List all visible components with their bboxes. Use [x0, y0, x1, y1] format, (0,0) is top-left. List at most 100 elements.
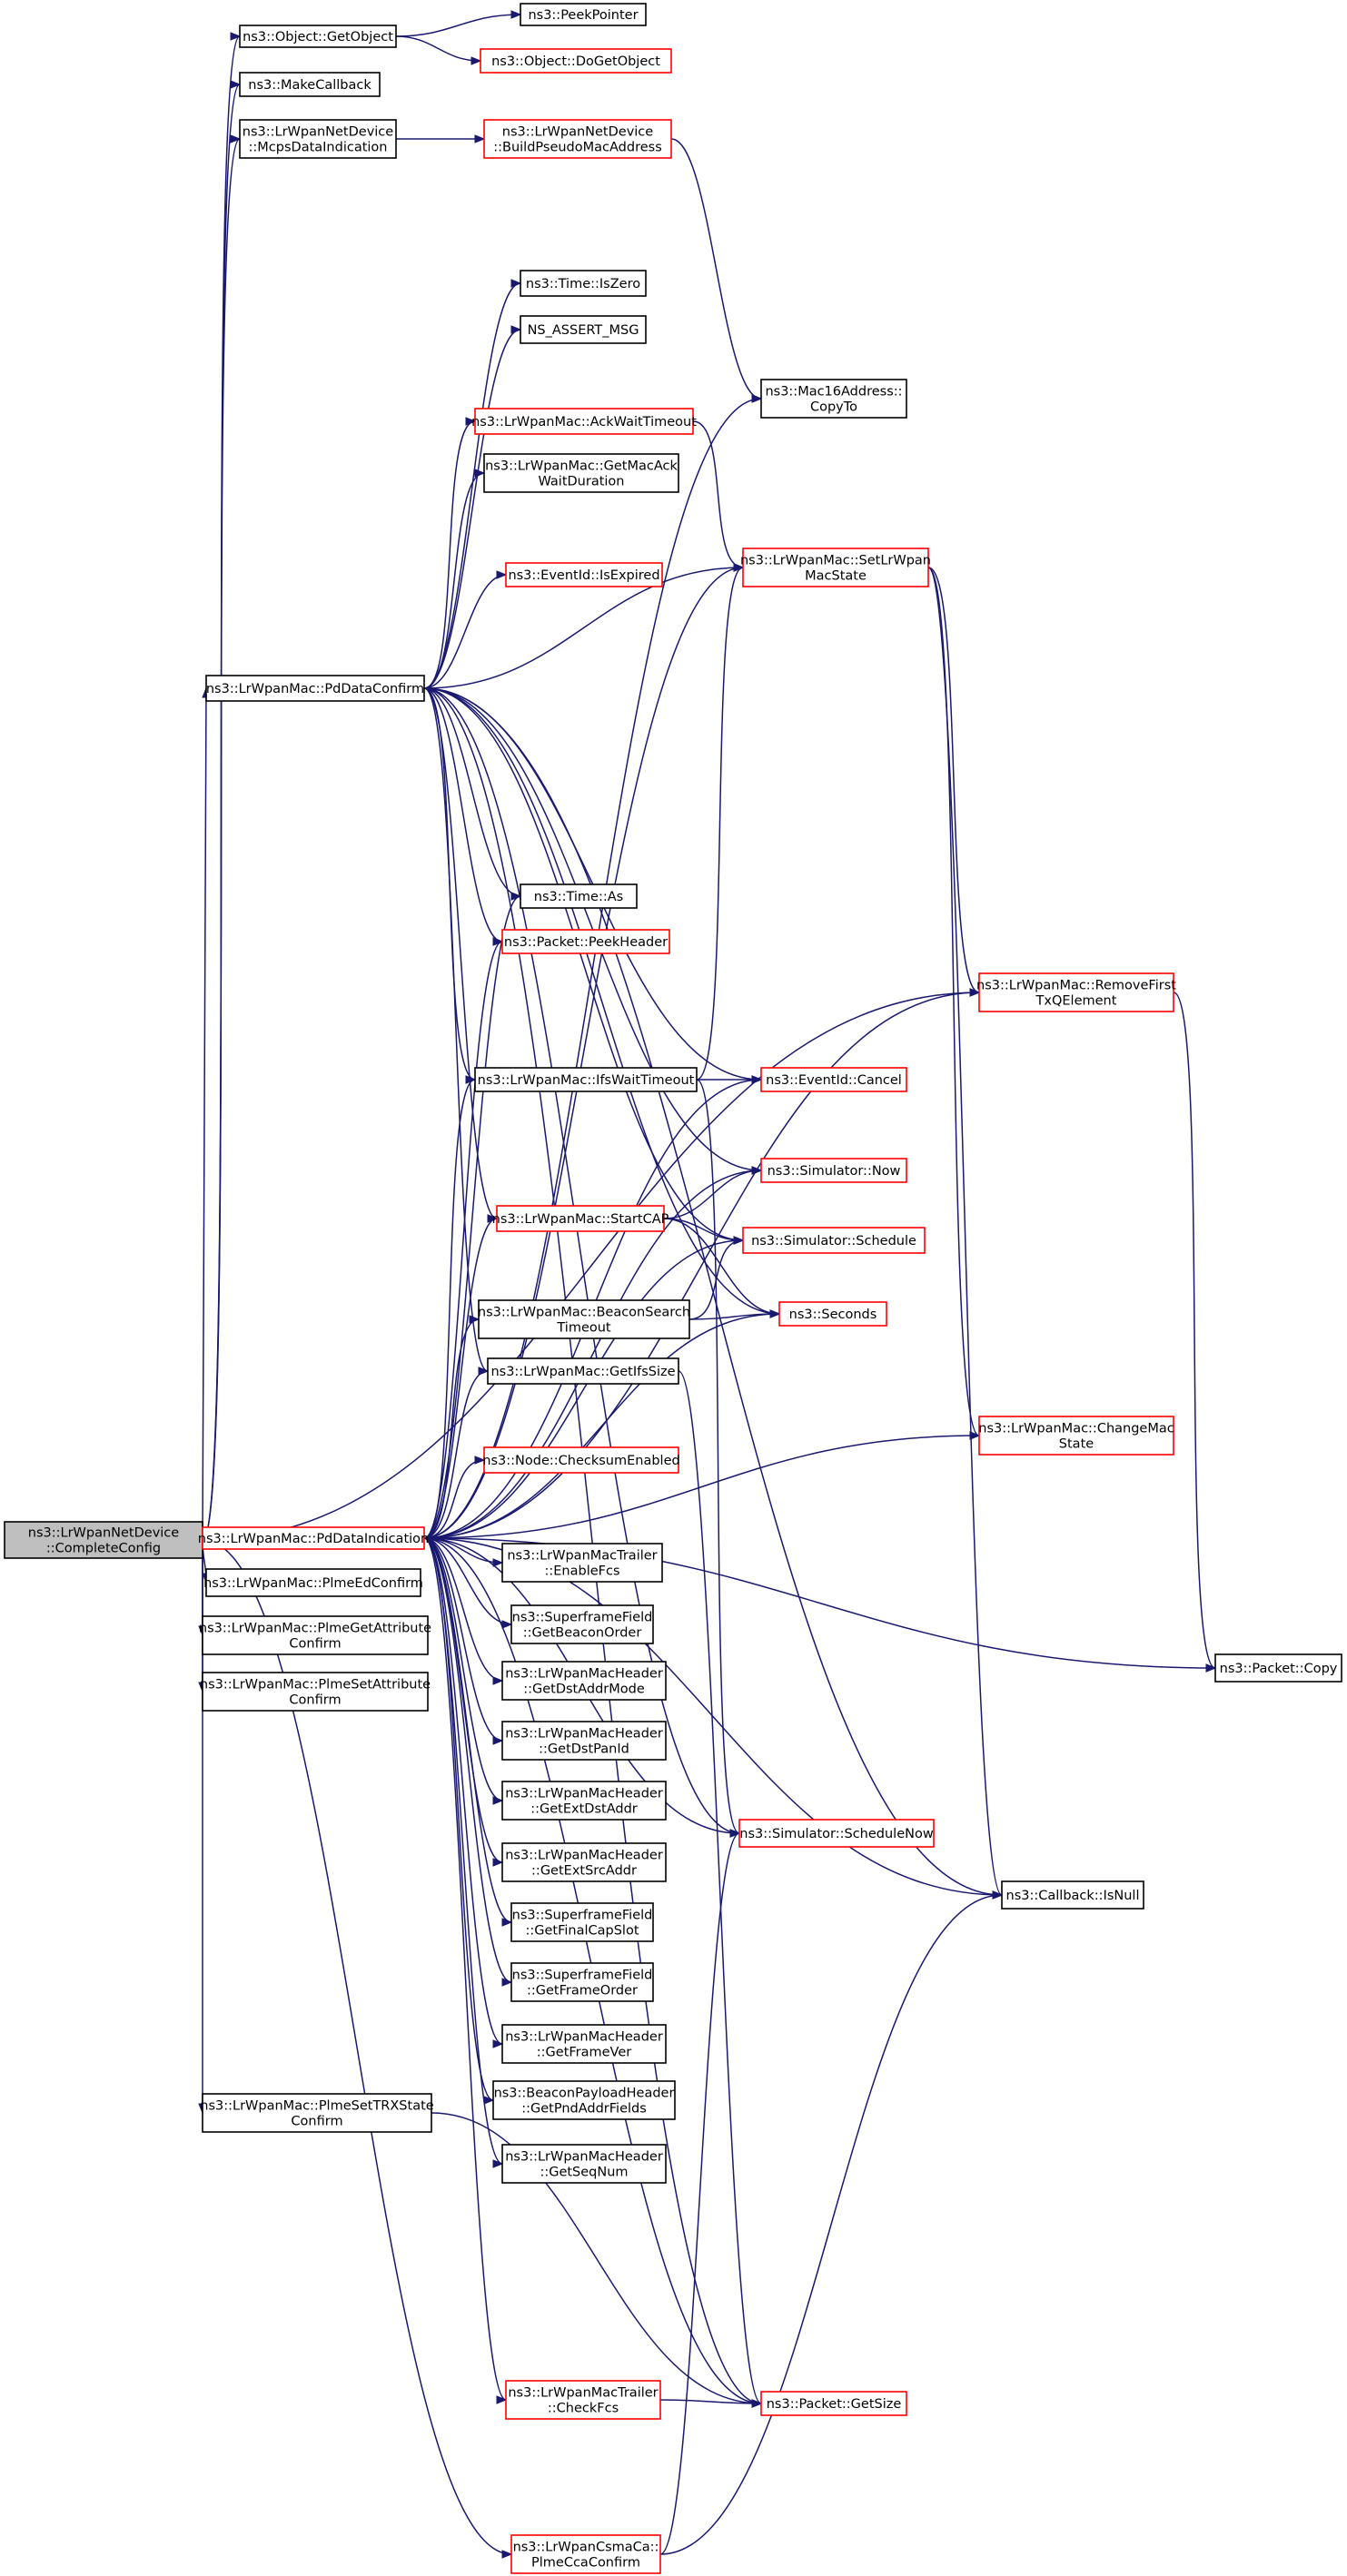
function-node-mac16copyto[interactable]: ns3::Mac16Address::CopyTo	[760, 379, 907, 419]
node-label: ns3::LrWpanMac::PlmeSetTRXState	[200, 2099, 433, 2114]
function-node-checksum[interactable]: ns3::Node::ChecksumEnabled	[482, 1446, 680, 1474]
node-label: ns3::Node::ChecksumEnabled	[482, 1454, 679, 1468]
function-node-iszero[interactable]: ns3::Time::IsZero	[520, 270, 647, 297]
node-label: NS_ASSERT_MSG	[528, 323, 639, 338]
node-label: ::GetFrameVer	[537, 2046, 632, 2060]
function-node-packetgetsize[interactable]: ns3::Packet::GetSize	[760, 2391, 907, 2416]
function-node-getseqnum[interactable]: ns3::LrWpanMacHeader::GetSeqNum	[501, 2144, 667, 2184]
function-node-getextsrcaddr[interactable]: ns3::LrWpanMacHeader::GetExtSrcAddr	[501, 1842, 667, 1882]
function-node-pddataind[interactable]: ns3::LrWpanMac::PdDataIndication	[198, 1526, 429, 1550]
edge-arrowhead	[492, 1796, 504, 1805]
call-edge	[202, 992, 980, 1541]
function-node-packetcopy[interactable]: ns3::Packet::Copy	[1214, 1653, 1342, 1683]
function-node-simnow[interactable]: ns3::Simulator::Now	[760, 1158, 907, 1183]
call-edge	[927, 567, 980, 1436]
function-node-getpndaddr[interactable]: ns3::BeaconPayloadHeader::GetPndAddrFiel…	[492, 2080, 676, 2120]
node-label: ns3::SuperframeField	[512, 1909, 653, 1923]
node-box	[501, 1661, 667, 1701]
function-node-dogetobject[interactable]: ns3::Object::DoGetObject	[480, 48, 672, 74]
function-node-getdstpanid[interactable]: ns3::LrWpanMacHeader::GetDstPanId	[501, 1721, 667, 1761]
node-label: ns3::LrWpanMac::PdDataIndication	[198, 1532, 429, 1546]
function-node-timeas[interactable]: ns3::Time::As	[520, 883, 638, 909]
node-label: ::BuildPseudoMacAddress	[493, 141, 662, 155]
function-node-getobject[interactable]: ns3::Object::GetObject	[239, 25, 397, 48]
function-node-buildpseudo[interactable]: ns3::LrWpanNetDevice::BuildPseudoMacAddr…	[483, 119, 672, 159]
call-edge	[423, 1318, 480, 1539]
function-node-ifswaittimeout[interactable]: ns3::LrWpanMac::IfsWaitTimeout	[474, 1067, 698, 1092]
node-label: ns3::LrWpanNetDevice	[243, 125, 394, 140]
function-node-schedulenow[interactable]: ns3::Simulator::ScheduleNow	[738, 1819, 935, 1848]
call-edge	[423, 1537, 503, 2045]
function-node-nsassert[interactable]: NS_ASSERT_MSG	[520, 315, 647, 344]
call-edge	[663, 1170, 762, 1219]
edge-arrowhead	[492, 2159, 504, 2168]
node-label: ns3::LrWpanMacHeader	[505, 1849, 663, 1863]
function-node-eventcancel[interactable]: ns3::EventId::Cancel	[760, 1067, 907, 1092]
node-label: TxQElement	[1035, 994, 1117, 1009]
call-edge	[659, 1894, 1003, 2555]
function-node-callbackisnull[interactable]: ns3::Callback::IsNull	[1001, 1880, 1144, 1910]
call-edge	[423, 1537, 503, 1742]
node-label: Confirm	[291, 2115, 342, 2129]
function-node-plmecca[interactable]: ns3::LrWpanCsmaCa::PlmeCcaConfirm	[510, 2534, 661, 2574]
node-box	[501, 2024, 667, 2064]
function-node-peekpointer[interactable]: ns3::PeekPointer	[520, 3, 647, 26]
function-node-peekheader[interactable]: ns3::Packet::PeekHeader	[501, 929, 670, 954]
function-node-getbeaconorder[interactable]: ns3::SuperframeField::GetBeaconOrder	[510, 1604, 654, 1644]
call-edge	[678, 1370, 762, 2404]
function-node-root: ns3::LrWpanNetDevice::CompleteConfig	[4, 1521, 203, 1559]
node-label: ns3::LrWpanMac::ChangeMac	[978, 1422, 1174, 1436]
call-edge	[423, 567, 744, 1539]
function-node-getframever[interactable]: ns3::LrWpanMacHeader::GetFrameVer	[501, 2024, 667, 2064]
function-node-simschedule[interactable]: ns3::Simulator::Schedule	[742, 1227, 926, 1254]
function-node-getfinalcapslot[interactable]: ns3::SuperframeField::GetFinalCapSlot	[510, 1902, 654, 1942]
call-edge	[696, 567, 744, 1081]
edge-arrowhead	[733, 563, 745, 572]
function-node-checkfcs[interactable]: ns3::LrWpanMacTrailer::CheckFcs	[505, 2380, 661, 2420]
node-label: ns3::Callback::IsNull	[1006, 1889, 1140, 1903]
edge-arrowhead	[969, 1431, 981, 1440]
call-edge	[423, 329, 521, 689]
edge-arrowhead	[751, 394, 763, 403]
call-edge	[202, 138, 241, 1541]
function-node-makecallback[interactable]: ns3::MakeCallback	[239, 72, 381, 97]
function-node-isexpired[interactable]: ns3::EventId::IsExpired	[505, 562, 663, 587]
node-label: ns3::LrWpanMacTrailer	[508, 2386, 658, 2401]
call-edge	[423, 1537, 512, 1625]
node-label: ::GetFinalCapSlot	[525, 1924, 639, 1939]
function-node-seconds[interactable]: ns3::Seconds	[778, 1301, 887, 1327]
call-edge	[423, 1537, 503, 1682]
node-box	[480, 48, 672, 74]
node-label: ns3::MakeCallback	[248, 78, 371, 93]
function-node-pddataconfirm[interactable]: ns3::LrWpanMac::PdDataConfirm	[205, 675, 425, 702]
node-label: ns3::LrWpanNetDevice	[502, 125, 654, 140]
edge-arrowhead	[751, 1075, 763, 1084]
edge-arrowhead	[733, 1236, 745, 1245]
node-label: Confirm	[289, 1693, 341, 1708]
function-node-getextdstaddr[interactable]: ns3::LrWpanMacHeader::GetExtDstAddr	[501, 1781, 667, 1821]
function-node-getifssize[interactable]: ns3::LrWpanMac::GetIfsSize	[487, 1357, 679, 1385]
function-node-ackwaittimeout[interactable]: ns3::LrWpanMac::AckWaitTimeout	[471, 408, 697, 435]
function-node-getframeorder[interactable]: ns3::SuperframeField::GetFrameOrder	[510, 1962, 654, 2002]
function-node-getdstaddrmode[interactable]: ns3::LrWpanMacHeader::GetDstAddrMode	[501, 1661, 667, 1701]
function-node-plmeed[interactable]: ns3::LrWpanMac::PlmeEdConfirm	[203, 1568, 423, 1597]
node-label: ns3::Object::GetObject	[243, 30, 393, 44]
node-box	[738, 1819, 935, 1848]
node-box	[501, 1781, 667, 1821]
function-node-mcpsdataind[interactable]: ns3::LrWpanNetDevice::McpsDataIndication	[239, 119, 397, 159]
node-label: ::GetSeqNum	[540, 2166, 628, 2180]
node-label: ::CheckFcs	[548, 2402, 619, 2416]
function-node-startcap[interactable]: ns3::LrWpanMac::StartCAP	[492, 1205, 669, 1232]
edge-arrowhead	[969, 988, 981, 997]
edge-arrowhead	[510, 325, 522, 334]
function-node-enablefcs[interactable]: ns3::LrWpanMacTrailer::EnableFcs	[501, 1543, 663, 1583]
node-label: ns3::Time::As	[534, 890, 623, 904]
